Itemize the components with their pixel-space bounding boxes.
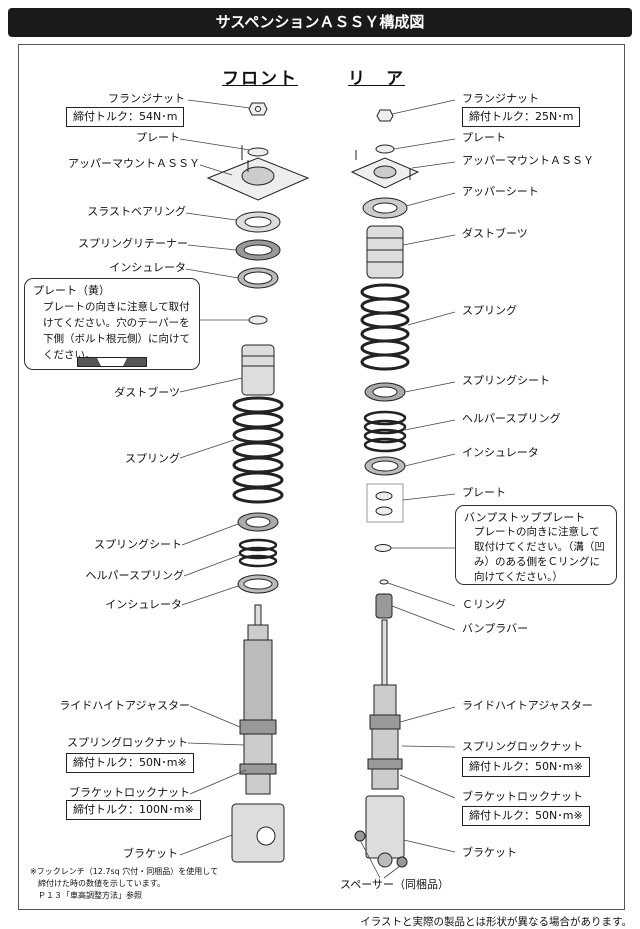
rear-bracket bbox=[365, 795, 405, 868]
front-damper bbox=[239, 604, 277, 795]
front-thrust-bearing bbox=[235, 211, 281, 233]
rear-upper-mount-label: アッパーマウントＡＳＳＹ bbox=[462, 154, 594, 167]
front-spring-retainer bbox=[235, 239, 281, 261]
rear-plate-label: プレート bbox=[462, 131, 506, 144]
front-callout-title: プレート（黄） bbox=[33, 284, 110, 297]
front-plate bbox=[247, 147, 269, 157]
rear-bump-stop-callout: バンプストッププレート プレートの向きに注意して取付けてください。（溝（凹み）の… bbox=[455, 505, 617, 585]
rear-spring-seat bbox=[364, 382, 406, 402]
footnote-line: ※フックレンチ（12.7sq 穴付・同梱品）を使用して bbox=[30, 867, 219, 876]
rear-upper-mount bbox=[350, 150, 420, 189]
front-bracket-label: ブラケット bbox=[123, 847, 178, 860]
front-insulator-bottom-label: インシュレータ bbox=[105, 598, 182, 611]
front-insulator-top-label: インシュレータ bbox=[109, 261, 186, 274]
front-bracket bbox=[231, 803, 285, 863]
rear-plate2-label: プレート bbox=[462, 486, 506, 499]
rear-spring-label: スプリング bbox=[462, 304, 517, 317]
rear-heading: リ ア bbox=[348, 69, 405, 89]
rear-helper-spring-label: ヘルパースプリング bbox=[462, 412, 561, 425]
front-insulator-top bbox=[237, 267, 279, 289]
front-dust-boot bbox=[241, 344, 275, 396]
rear-bump-rubber bbox=[375, 593, 393, 619]
leader-lines bbox=[179, 99, 456, 879]
front-callout-body: プレートの向きに注意して取付けてください。穴のテーパーを下側（ボルト根元側）に向… bbox=[43, 301, 190, 361]
front-thrust-bearing-label: スラストベアリング bbox=[87, 205, 186, 218]
rear-upper-seat bbox=[362, 197, 408, 219]
front-insulator-bottom bbox=[237, 574, 279, 594]
front-plate-callout: プレート（黄） プレートの向きに注意して取付けてください。穴のテーパーを下側（ボ… bbox=[24, 278, 200, 370]
front-bracket-lock-torque-box: 締付トルク：100N･m※ bbox=[66, 800, 201, 820]
front-flange-nut-label: フランジナット bbox=[108, 92, 185, 105]
rear-bump-stop-plate bbox=[374, 544, 392, 552]
front-flange-nut bbox=[248, 102, 268, 116]
rear-callout-title: バンプストッププレート bbox=[464, 511, 586, 524]
rear-ride-height-adjuster-label: ライドハイトアジャスター bbox=[462, 699, 593, 712]
front-spring-retainer-label: スプリングリテーナー bbox=[78, 237, 188, 250]
rear-dust-boot bbox=[366, 225, 404, 279]
rear-upper-seat-label: アッパーシート bbox=[462, 185, 539, 198]
tapered-plate-icon bbox=[77, 357, 147, 367]
rear-spring-seat-label: スプリングシート bbox=[462, 374, 550, 387]
rear-bracket-label: ブラケット bbox=[462, 846, 517, 859]
front-helper-spring-label: ヘルパースプリング bbox=[85, 569, 184, 582]
front-helper-spring bbox=[238, 538, 278, 568]
front-bracket-lock-nut-label: ブラケットロックナット bbox=[69, 786, 190, 799]
page-header: サスペンションＡＳＳＹ構成図 bbox=[8, 8, 632, 37]
disclaimer: イラストと実際の製品とは形状が異なる場合があります。 bbox=[360, 916, 632, 928]
front-spring-label: スプリング bbox=[125, 452, 180, 465]
front-spring-lock-nut-label: スプリングロックナット bbox=[67, 736, 188, 749]
front-spring bbox=[232, 396, 284, 504]
rear-c-ring-label: Ｃリング bbox=[462, 598, 506, 611]
rear-plate bbox=[375, 144, 395, 154]
front-spring-seat bbox=[237, 512, 279, 532]
rear-flange-nut-label: フランジナット bbox=[462, 92, 539, 105]
front-yellow-plate bbox=[248, 315, 268, 325]
footnote: ※フックレンチ（12.7sq 穴付・同梱品）を使用して 締付けた時の数値を示して… bbox=[30, 866, 218, 902]
front-upper-mount-label: アッパーマウントＡＳＳＹ bbox=[68, 157, 200, 170]
front-upper-mount bbox=[206, 145, 310, 201]
rear-insulator-label: インシュレータ bbox=[462, 446, 539, 459]
front-ride-height-adjuster-label: ライドハイトアジャスター bbox=[59, 699, 190, 712]
rear-spring bbox=[360, 283, 410, 371]
rear-spring-lock-nut-label: スプリングロックナット bbox=[462, 740, 583, 753]
front-flange-torque-box: 締付トルク：54N･m bbox=[66, 107, 185, 127]
rear-flange-torque-box: 締付トルク：25N･m bbox=[462, 107, 581, 127]
rear-plates bbox=[366, 483, 404, 523]
rear-insulator bbox=[364, 456, 406, 476]
rear-spring-lock-torque-box: 締付トルク：50N･m※ bbox=[462, 757, 590, 777]
rear-bracket-lock-nut-label: ブラケットロックナット bbox=[462, 790, 583, 803]
rear-bump-rubber-label: バンプラバー bbox=[462, 622, 529, 635]
rear-bracket-lock-torque-box: 締付トルク：50N･m※ bbox=[462, 806, 590, 826]
front-spring-seat-label: スプリングシート bbox=[94, 538, 182, 551]
rear-flange-nut bbox=[376, 109, 394, 122]
front-dust-boot-label: ダストブーツ bbox=[114, 386, 180, 399]
rear-spacer-label: スペーサー（同梱品） bbox=[340, 878, 450, 891]
rear-dust-boot-label: ダストブーツ bbox=[462, 227, 528, 240]
front-spring-lock-torque-box: 締付トルク：50N･m※ bbox=[66, 753, 194, 773]
rear-helper-spring bbox=[363, 410, 407, 453]
rear-damper bbox=[367, 619, 403, 790]
rear-callout-body: プレートの向きに注意して取付けてください。（溝（凹み）のある側をＣリングに向けて… bbox=[474, 526, 605, 583]
rear-c-ring bbox=[379, 579, 389, 585]
front-plate-label: プレート bbox=[136, 131, 180, 144]
footnote-line: 締付けた時の数値を示しています。 bbox=[30, 879, 165, 888]
rear-spacers bbox=[354, 830, 408, 868]
front-heading: フロント bbox=[222, 69, 298, 89]
diagram-frame bbox=[18, 44, 625, 910]
footnote-line: Ｐ１３「車高調整方法」参照 bbox=[30, 891, 142, 900]
